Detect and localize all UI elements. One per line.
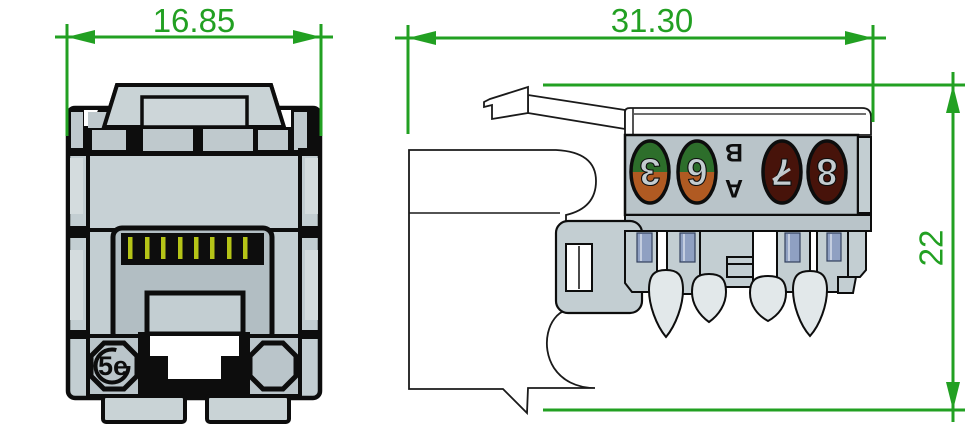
side-view: 3 6 B A 7 8 xyxy=(408,85,872,416)
terminal-oval-7: 7 xyxy=(761,139,803,205)
arrowhead-right xyxy=(845,31,873,45)
seven-crossbar xyxy=(772,167,791,182)
side-top-band xyxy=(624,107,872,136)
arrowhead-right xyxy=(293,30,321,44)
terminal-oval-6: 6 xyxy=(676,139,718,205)
front-contact-pins xyxy=(128,237,248,259)
front-width-dimension: 16.85 xyxy=(55,2,333,136)
contact-tip-1 xyxy=(647,268,685,339)
front-width-value: 16.85 xyxy=(153,2,236,39)
front-jack-opening xyxy=(110,225,275,345)
side-latch-arm xyxy=(527,93,626,131)
front-foot-right xyxy=(205,394,291,424)
side-width-dimension: 31.30 xyxy=(395,2,886,134)
terminal-number-8: 8 xyxy=(816,150,837,192)
front-octagon-left: 5e xyxy=(86,334,142,398)
marking-ring xyxy=(93,347,131,385)
dimensions: 16.85 31.30 22 xyxy=(55,2,965,422)
terminal-oval-3: 3 xyxy=(629,139,671,205)
idc-right-slab xyxy=(847,230,867,278)
contact-tips xyxy=(647,268,829,339)
idc-right-foot xyxy=(837,276,858,294)
front-tongue-slot xyxy=(144,290,246,337)
arrowhead-left xyxy=(67,30,95,44)
side-height-value: 22 xyxy=(913,230,950,267)
scheme-letter-a: A xyxy=(725,174,743,202)
side-width-value: 31.30 xyxy=(611,2,694,39)
side-flange xyxy=(554,219,644,315)
front-clip-notch xyxy=(146,332,243,383)
idc-contacts xyxy=(636,232,842,263)
arrowhead-top xyxy=(946,85,960,113)
side-panel-edge-strip xyxy=(857,136,872,214)
arrowhead-bottom xyxy=(946,382,960,410)
contact-tip-3 xyxy=(748,274,788,323)
terminal-number-7: 7 xyxy=(771,150,792,192)
front-octagon-right xyxy=(246,334,302,398)
front-foot-left xyxy=(101,394,187,424)
arrowhead-left xyxy=(408,31,436,45)
front-upper-panel xyxy=(86,152,302,232)
scheme-letter-b: B xyxy=(725,138,743,166)
contact-tip-2 xyxy=(690,272,728,324)
front-latch-inner-step xyxy=(140,95,249,129)
terminal-number-3: 3 xyxy=(639,150,660,192)
contact-tip-4 xyxy=(791,269,829,338)
wiring-scheme-letters: B A xyxy=(725,138,743,202)
front-pin-strip xyxy=(121,233,264,265)
idc-center-detail xyxy=(726,256,754,278)
side-latch-hook xyxy=(483,85,529,121)
terminal-oval-8: 8 xyxy=(806,139,848,205)
side-housing-outline xyxy=(408,149,597,416)
front-view: 5e xyxy=(65,83,323,424)
side-tower-base-strip xyxy=(624,214,872,232)
terminal-number-6: 6 xyxy=(686,150,707,192)
category-marking: 5e xyxy=(98,351,128,381)
side-height-dimension: 22 xyxy=(543,72,965,422)
